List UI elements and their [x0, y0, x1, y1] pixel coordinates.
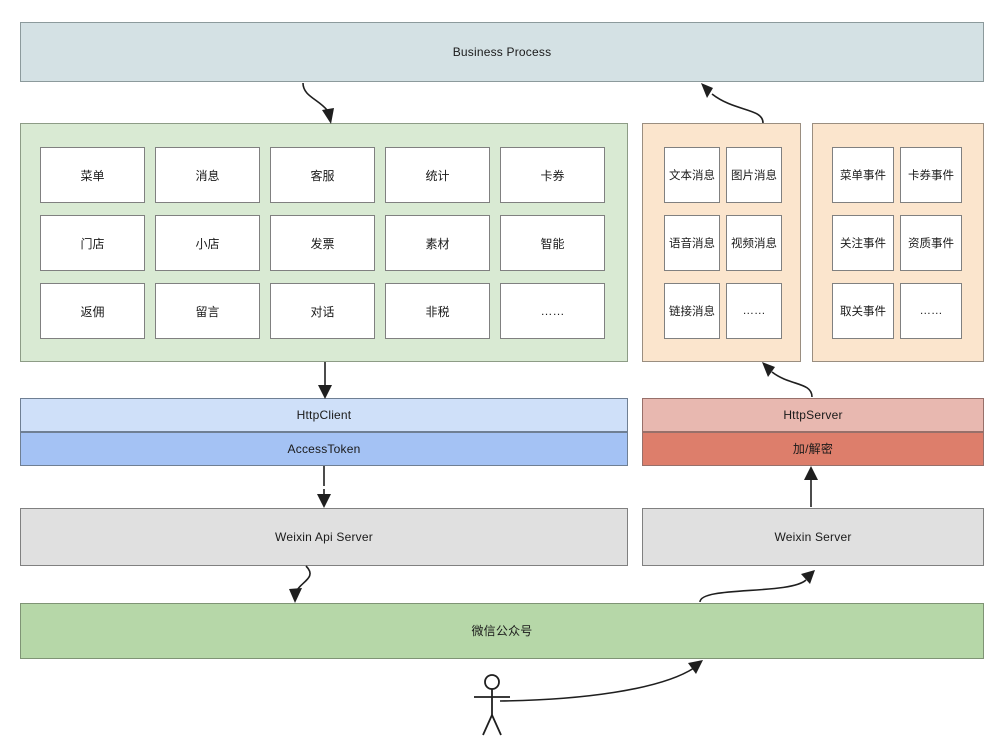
- message-type-cell[interactable]: 语音消息: [664, 215, 720, 271]
- event-type-cell[interactable]: ……: [900, 283, 962, 339]
- capability-cell[interactable]: 门店: [40, 215, 145, 271]
- edge-official-to-weixinserver: [699, 570, 815, 603]
- message-type-cell[interactable]: ……: [726, 283, 782, 339]
- message-type-cell[interactable]: 图片消息: [726, 147, 782, 203]
- message-type-cell[interactable]: 视频消息: [726, 215, 782, 271]
- edge-apiserver-to-official: [289, 565, 311, 603]
- event-type-cell[interactable]: 卡券事件: [900, 147, 962, 203]
- http-server-block[interactable]: HttpServer: [642, 398, 984, 432]
- capability-cell[interactable]: 统计: [385, 147, 490, 203]
- edge-weixinserver-to-encrypt: [804, 466, 818, 507]
- event-type-cell[interactable]: 资质事件: [900, 215, 962, 271]
- event-types-grid: 菜单事件 卡券事件 关注事件 资质事件 取关事件 ……: [832, 147, 962, 339]
- official-account-bar[interactable]: 微信公众号: [20, 603, 984, 659]
- edge-messages-to-business: [701, 83, 764, 124]
- weixin-server-block[interactable]: Weixin Server: [642, 508, 984, 566]
- capability-cell[interactable]: 菜单: [40, 147, 145, 203]
- business-process-bar[interactable]: Business Process: [20, 22, 984, 82]
- capability-cell[interactable]: 客服: [270, 147, 375, 203]
- edge-accesstoken-to-apiserver: [317, 466, 331, 508]
- business-capability-grid: 菜单 消息 客服 统计 卡券 门店 小店 发票 素材 智能 返佣 留言 对话 非…: [40, 147, 608, 339]
- capability-cell[interactable]: 返佣: [40, 283, 145, 339]
- edge-capability-to-httpclient: [318, 362, 332, 399]
- user-stick-figure[interactable]: [474, 674, 510, 736]
- message-type-cell[interactable]: 链接消息: [664, 283, 720, 339]
- event-type-cell[interactable]: 取关事件: [832, 283, 894, 339]
- capability-cell[interactable]: 发票: [270, 215, 375, 271]
- http-client-block[interactable]: HttpClient: [20, 398, 628, 432]
- weixin-api-server-block[interactable]: Weixin Api Server: [20, 508, 628, 566]
- event-type-cell[interactable]: 关注事件: [832, 215, 894, 271]
- capability-cell[interactable]: 消息: [155, 147, 260, 203]
- edge-actor-to-official: [499, 660, 703, 702]
- edge-httpserver-to-messages: [762, 362, 813, 398]
- message-types-grid: 文本消息 图片消息 语音消息 视频消息 链接消息 ……: [664, 147, 782, 339]
- message-type-cell[interactable]: 文本消息: [664, 147, 720, 203]
- capability-cell[interactable]: 对话: [270, 283, 375, 339]
- capability-cell[interactable]: 小店: [155, 215, 260, 271]
- capability-cell[interactable]: 卡券: [500, 147, 605, 203]
- event-type-cell[interactable]: 菜单事件: [832, 147, 894, 203]
- edge-business-to-capability: [302, 82, 334, 124]
- encrypt-decrypt-block[interactable]: 加/解密: [642, 432, 984, 466]
- capability-cell[interactable]: 智能: [500, 215, 605, 271]
- capability-cell[interactable]: 素材: [385, 215, 490, 271]
- access-token-block[interactable]: AccessToken: [20, 432, 628, 466]
- capability-cell[interactable]: 非税: [385, 283, 490, 339]
- capability-cell[interactable]: 留言: [155, 283, 260, 339]
- capability-cell[interactable]: ……: [500, 283, 605, 339]
